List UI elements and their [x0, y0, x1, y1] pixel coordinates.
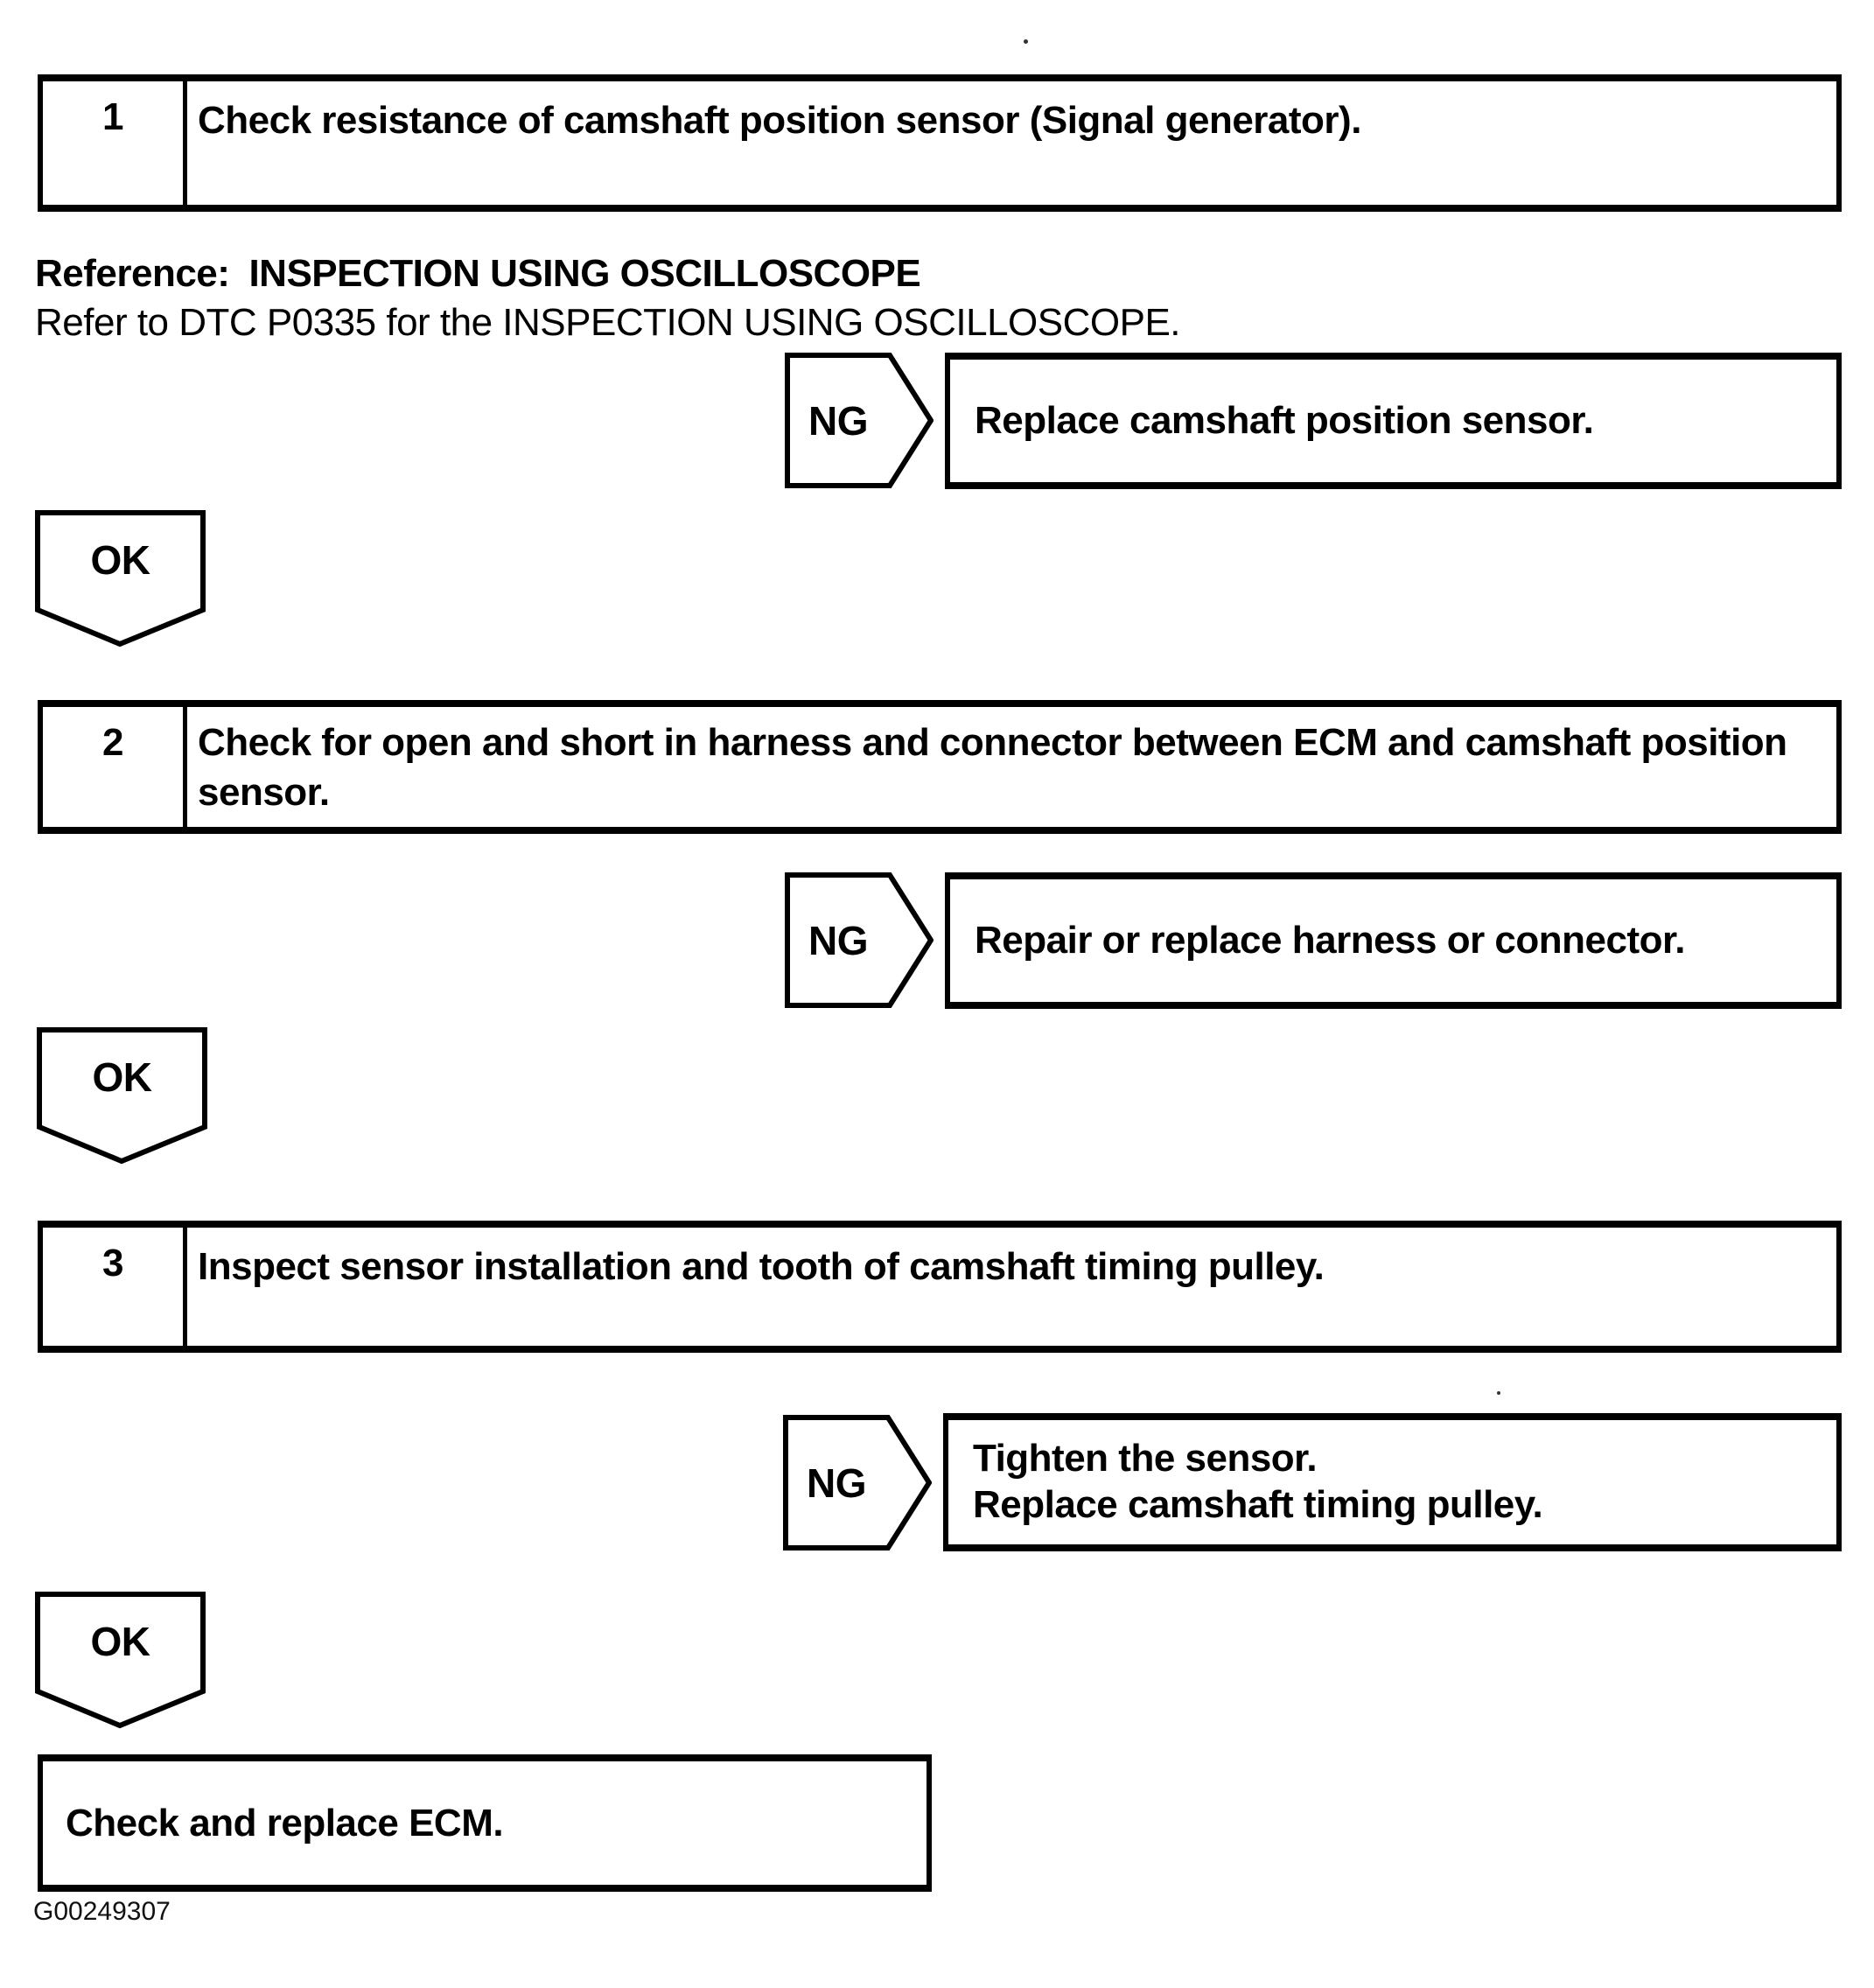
step-2-number: 2 [43, 707, 187, 827]
ng-action-1-box: Replace camshaft position sensor. [945, 353, 1842, 489]
ok-pentagon-icon [37, 1027, 207, 1165]
step-1-instruction: Check resistance of camshaft position se… [198, 99, 1361, 142]
ng-action-3-box: Tighten the sensor. Replace camshaft tim… [943, 1413, 1842, 1551]
reference-title-line: Reference: INSPECTION USING OSCILLOSCOPE [35, 249, 1180, 298]
ng-connector-1: NG [785, 353, 934, 488]
ng-pentagon-icon [783, 1415, 932, 1550]
ok-label: OK [92, 1054, 153, 1100]
ok-pentagon-icon [35, 1592, 206, 1729]
ok-connector-2: OK [37, 1027, 207, 1166]
ng-action-3-line-1: Tighten the sensor. [973, 1437, 1318, 1480]
step-1-box: 1 Check resistance of camshaft position … [38, 74, 1842, 212]
final-action-box: Check and replace ECM. [38, 1754, 932, 1892]
ng-action-2-text: Repair or replace harness or connector. [975, 918, 1685, 962]
ok-connector-3: OK [35, 1592, 206, 1730]
step-2-instruction: Check for open and short in harness and … [198, 721, 1787, 815]
figure-code: G00249307 [33, 1897, 171, 1926]
ng-action-1-text: Replace camshaft position sensor. [975, 398, 1594, 442]
ng-pentagon-icon [785, 872, 934, 1008]
reference-detail-line: Refer to DTC P0335 for the INSPECTION US… [35, 301, 1181, 344]
ng-label: NG [807, 1460, 867, 1506]
step-3-box: 3 Inspect sensor installation and tooth … [38, 1221, 1842, 1353]
scan-speck [1024, 39, 1028, 44]
step-2-box: 2 Check for open and short in harness an… [38, 700, 1842, 834]
ng-connector-3: NG [783, 1415, 932, 1550]
ok-label: OK [90, 537, 151, 583]
ok-connector-1: OK [35, 510, 206, 648]
ng-action-2-box: Repair or replace harness or connector. [945, 872, 1842, 1009]
ng-connector-2: NG [785, 872, 934, 1008]
step-3-number: 3 [43, 1228, 187, 1346]
ng-pentagon-icon [785, 353, 934, 488]
ng-label: NG [808, 397, 869, 444]
ok-pentagon-icon [35, 510, 206, 648]
ng-label: NG [808, 917, 869, 963]
ok-label: OK [90, 1619, 151, 1664]
step-3-instruction: Inspect sensor installation and tooth of… [198, 1245, 1325, 1288]
final-action-text: Check and replace ECM. [66, 1801, 504, 1844]
step-1-number: 1 [43, 81, 187, 205]
reference-label: Reference: [35, 252, 230, 295]
reference-title: INSPECTION USING OSCILLOSCOPE [248, 252, 921, 295]
reference-note: Reference:INSPECTION USING OSCILLOSCOPE … [35, 249, 1181, 347]
scan-speck [1497, 1391, 1500, 1395]
ng-action-3-line-2: Replace camshaft timing pulley. [973, 1483, 1543, 1526]
